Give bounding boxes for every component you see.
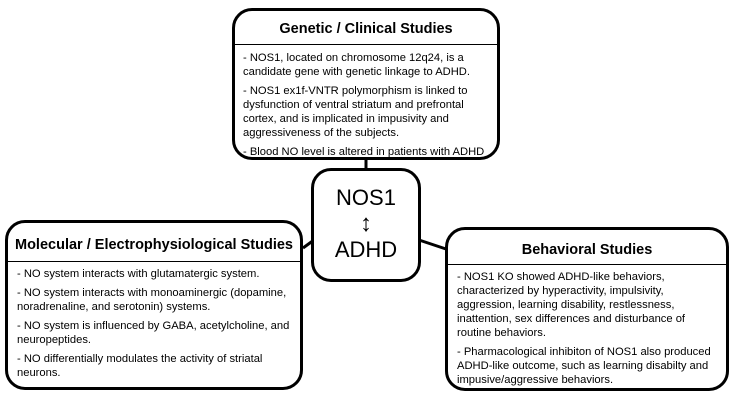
behavioral-divider — [448, 264, 726, 265]
behavioral-title: Behavioral Studies — [521, 242, 653, 258]
list-item: - Blood NO level is altered in patients … — [243, 146, 485, 158]
genetic-clinical-box: Genetic / Clinical Studies - NOS1, locat… — [232, 8, 500, 160]
behavioral-box: Behavioral Studies - NOS1 KO showed ADHD… — [445, 227, 729, 391]
list-item: - NO system is influenced by GABA, acety… — [17, 320, 290, 346]
behavioral-list: - NOS1 KO showed ADHD-like behaviors, ch… — [457, 270, 720, 392]
molecular-list: - NO system interacts with glutamatergic… — [17, 267, 294, 385]
molecular-title: Molecular / Electrophysiological Studies — [15, 237, 293, 253]
nos1-adhd-box: NOS1 ↕ ADHD — [311, 168, 421, 282]
molecular-divider — [8, 261, 300, 262]
list-item: - NOS1, located on chromosome 12q24, is … — [243, 52, 470, 78]
list-item: - NOS1 KO showed ADHD-like behaviors, ch… — [457, 271, 686, 339]
adhd-label: ADHD — [334, 237, 398, 262]
molecular-electrophysiological-box: Molecular / Electrophysiological Studies… — [5, 220, 303, 390]
genetic-divider — [235, 44, 497, 45]
up-down-arrow-icon: ↕ — [360, 210, 372, 237]
list-item: - NO differentially modulates the activi… — [17, 353, 263, 379]
genetic-list: - NOS1, located on chromosome 12q24, is … — [243, 51, 491, 164]
list-item: - NO system interacts with glutamatergic… — [17, 268, 260, 280]
list-item: - Pharmacological inhibiton of NOS1 also… — [457, 346, 711, 386]
list-item: - NO system interacts with monoaminergic… — [17, 287, 287, 313]
list-item: - NOS1 ex1f-VNTR polymorphism is linked … — [243, 85, 468, 139]
nos1-label: NOS1 — [336, 185, 396, 210]
genetic-title: Genetic / Clinical Studies — [279, 21, 453, 37]
